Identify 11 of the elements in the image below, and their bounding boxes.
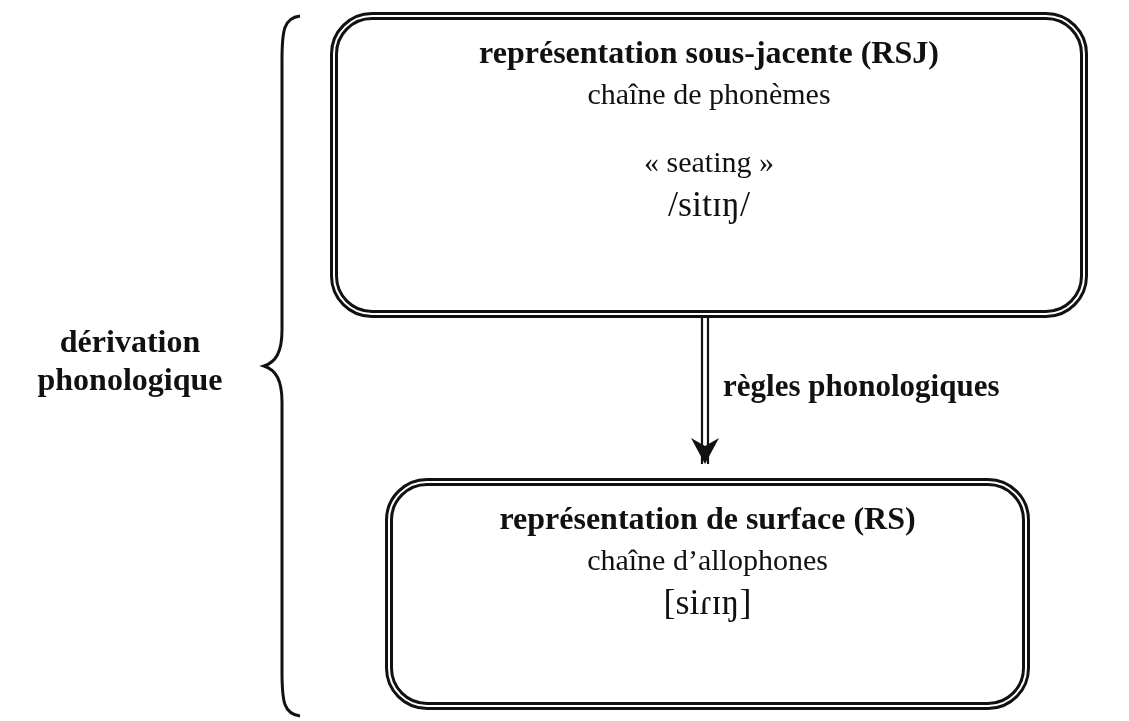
subtitle: chaîne d’allophones [587, 543, 828, 577]
bracket-label: dérivation phonologique [36, 322, 224, 399]
example-word: [siɾɪŋ] [663, 581, 752, 623]
rounded-double-box [385, 478, 1030, 710]
rounded-double-box [330, 12, 1088, 318]
example-word: « seating » [644, 145, 774, 179]
heading: représentation de surface (RS) [499, 500, 916, 537]
subtitle: chaîne de phonèmes [587, 77, 831, 111]
transcription: /sitɪŋ/ [668, 183, 750, 225]
heading: représentation sous-jacente (RSJ) [479, 34, 939, 71]
double-arrow [691, 316, 719, 466]
